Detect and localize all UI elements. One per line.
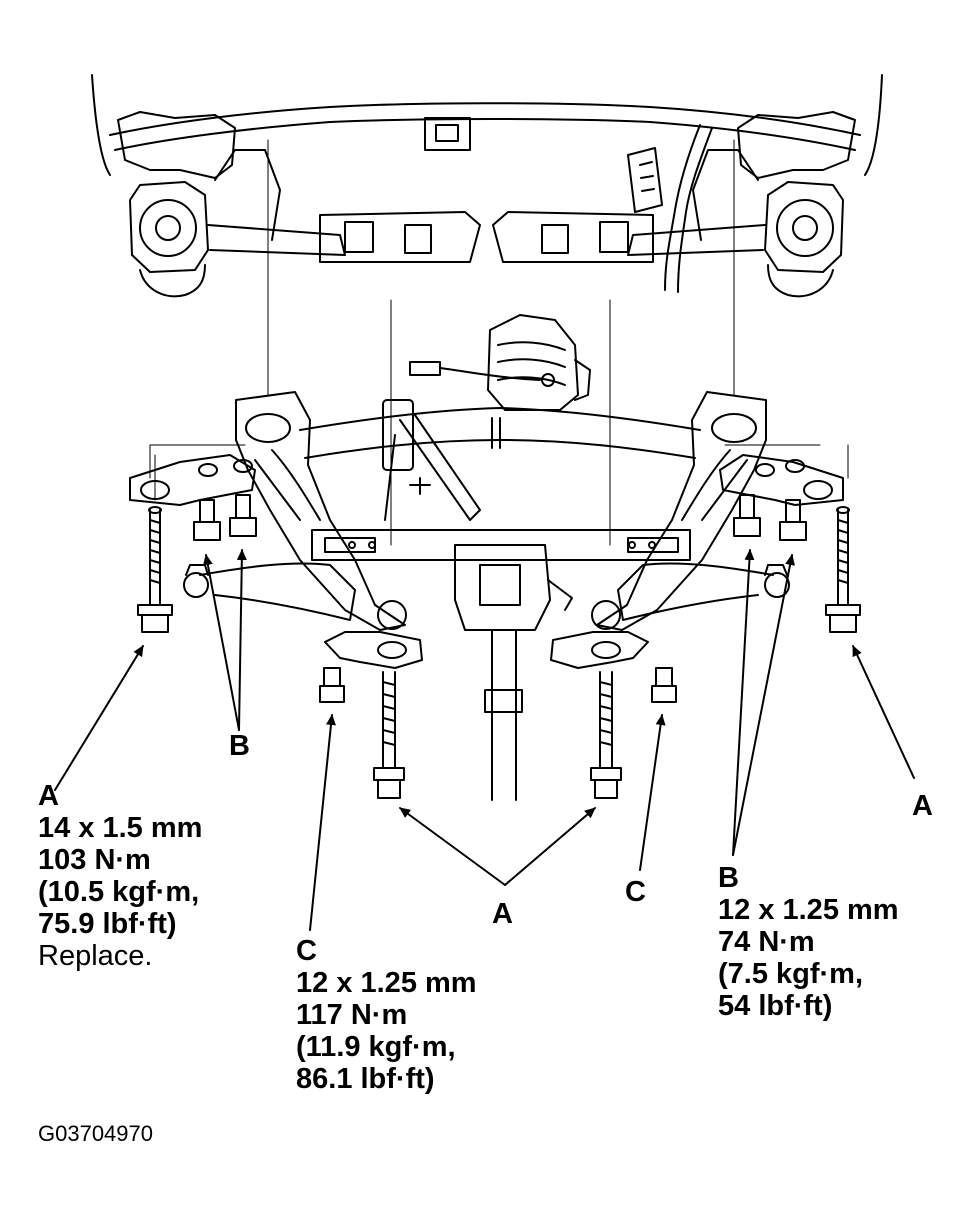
callout-a-torque-nm: 103 N·m bbox=[38, 844, 151, 876]
callout-c-size: 12 x 1.25 mm bbox=[296, 967, 477, 999]
left-mount-bracket bbox=[129, 454, 256, 506]
callout-c-torque-lbf: 86.1 lbf·ft) bbox=[296, 1063, 435, 1095]
left-rear-bracket bbox=[324, 631, 423, 669]
callout-a-letter: A bbox=[38, 780, 59, 812]
callout-c-letter: C bbox=[296, 935, 317, 967]
vehicle-body-outline bbox=[91, 74, 883, 293]
callout-b-torque-nm: 74 N·m bbox=[718, 926, 815, 958]
bolt-c-right bbox=[651, 667, 677, 703]
callout-c-torque-kgf: (11.9 kgf·m, bbox=[296, 1031, 456, 1063]
callout-a-torque-kgf: (10.5 kgf·m, bbox=[38, 876, 200, 908]
callout-a-torque-lbf: 75.9 lbf·ft) bbox=[38, 908, 177, 940]
tag-a-center: A bbox=[492, 898, 513, 930]
right-mount-bracket bbox=[719, 454, 844, 506]
callout-a: A 14 x 1.5 mm 103 N·m (10.5 kgf·m, 75.9 … bbox=[38, 780, 202, 972]
bolt-b-left-1 bbox=[193, 499, 221, 541]
callout-a-size: 14 x 1.5 mm bbox=[38, 812, 203, 844]
bolt-a-right bbox=[825, 506, 861, 633]
alignment-guide-lines bbox=[149, 139, 849, 546]
callout-b-torque-lbf: 54 lbf·ft) bbox=[718, 990, 833, 1022]
callout-b: B 12 x 1.25 mm 74 N·m (7.5 kgf·m, 54 lbf… bbox=[718, 862, 899, 1022]
bolt-b-right-1 bbox=[733, 494, 761, 537]
tag-c-right: C bbox=[625, 876, 646, 908]
steering-gearbox bbox=[409, 314, 591, 411]
leader-arrows bbox=[54, 549, 915, 931]
bolt-b-right-2 bbox=[779, 499, 807, 541]
lower-control-arms bbox=[183, 562, 790, 630]
callout-a-note: Replace. bbox=[38, 940, 153, 972]
figure-id: G03704970 bbox=[38, 1121, 153, 1146]
right-rear-bracket bbox=[550, 631, 649, 669]
front-subframe bbox=[235, 391, 767, 801]
callout-b-torque-kgf: (7.5 kgf·m, bbox=[718, 958, 864, 990]
callout-c: C 12 x 1.25 mm 117 N·m (11.9 kgf·m, 86.1… bbox=[296, 935, 477, 1095]
callout-b-size: 12 x 1.25 mm bbox=[718, 894, 899, 926]
tag-a-right: A bbox=[912, 790, 933, 822]
callout-b-letter: B bbox=[718, 862, 739, 894]
tag-b-left: B bbox=[229, 730, 250, 762]
right-hub-assembly bbox=[492, 149, 844, 298]
bolt-c-left bbox=[319, 667, 345, 703]
left-hub-assembly bbox=[129, 149, 481, 298]
bolt-b-left-2 bbox=[229, 494, 257, 537]
bolt-a-center-left bbox=[373, 671, 405, 799]
callout-c-torque-nm: 117 N·m bbox=[296, 999, 408, 1031]
bolt-a-center-right bbox=[590, 671, 622, 799]
bolt-a-left bbox=[137, 506, 173, 633]
